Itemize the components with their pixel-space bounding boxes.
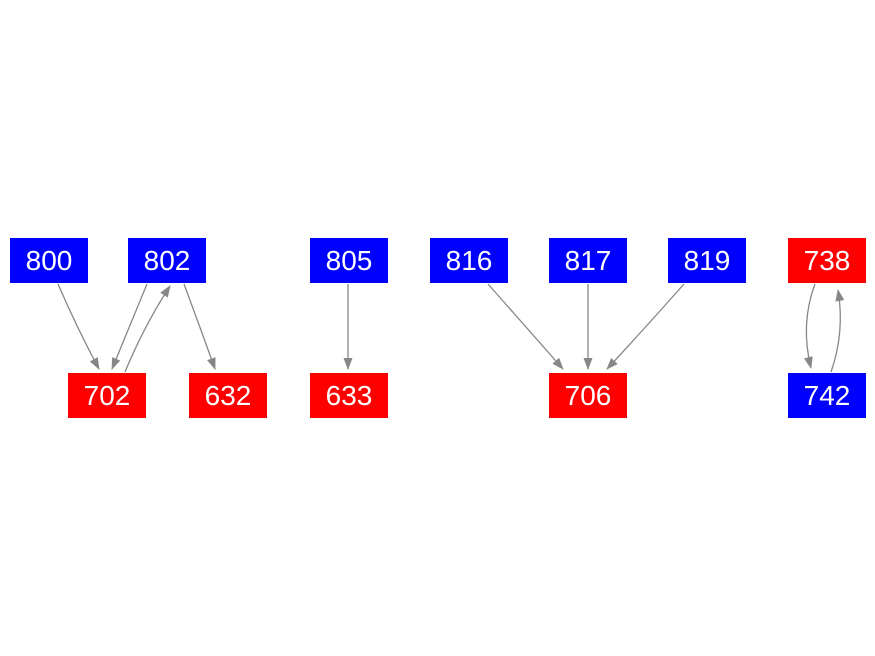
edge-819-706 — [606, 283, 685, 370]
edge-702-802 — [124, 285, 171, 373]
node-802: 802 — [128, 238, 206, 283]
node-742: 742 — [788, 373, 866, 418]
node-633: 633 — [310, 373, 388, 418]
edge-742-738 — [830, 289, 845, 373]
edges-group — [57, 283, 845, 373]
node-805: 805 — [310, 238, 388, 283]
node-702: 702 — [68, 373, 146, 418]
node-738: 738 — [788, 238, 866, 283]
node-819: 819 — [668, 238, 746, 283]
edge-816-706 — [487, 283, 564, 370]
node-706: 706 — [549, 373, 627, 418]
edge-800-702 — [57, 283, 100, 370]
node-817: 817 — [549, 238, 627, 283]
edge-802-702 — [111, 283, 148, 370]
node-800: 800 — [10, 238, 88, 283]
edge-802-632 — [183, 283, 216, 370]
node-632: 632 — [189, 373, 267, 418]
node-816: 816 — [430, 238, 508, 283]
edge-738-742 — [803, 283, 816, 369]
